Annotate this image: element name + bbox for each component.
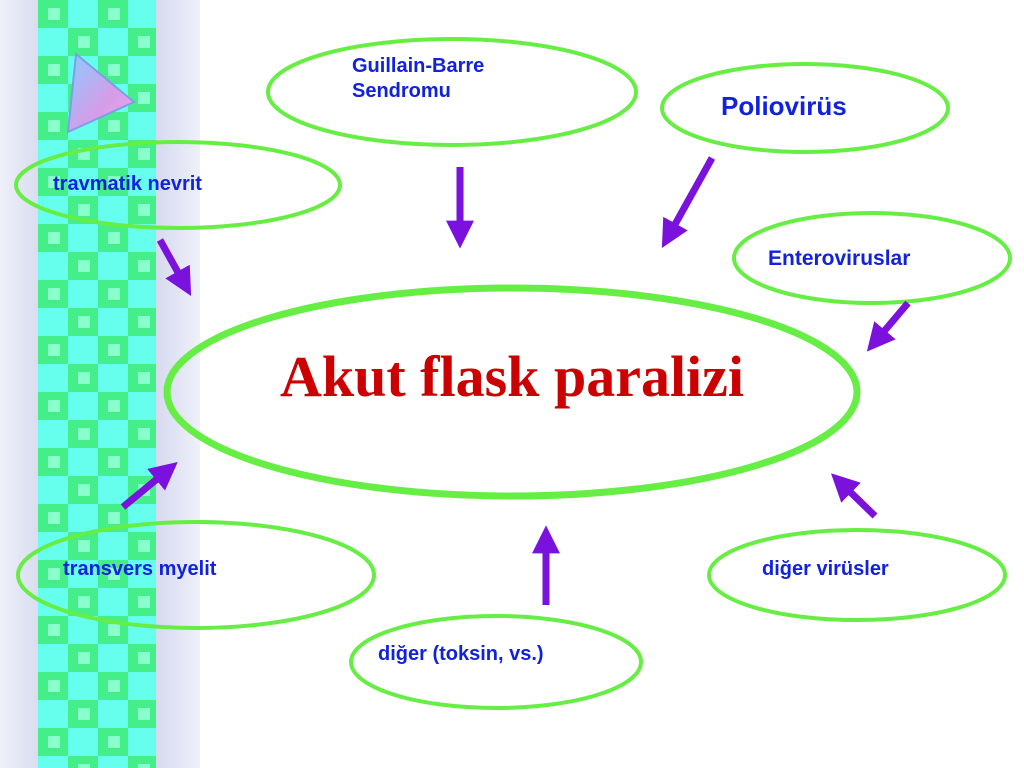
node-ellipse-diger-toksin	[349, 614, 643, 710]
arrow-travmatik-nevrit	[156, 238, 192, 297]
node-ellipse-travmatik-nevrit	[14, 140, 342, 230]
arrow-poliovirus	[661, 156, 716, 249]
node-label-diger-virusler: diğer virüsler	[762, 558, 889, 580]
node-label-guillain-barre: Guillain-Barre Sendromu	[352, 55, 485, 102]
arrow-enteroviruslar	[866, 300, 911, 352]
node-label-poliovirus: Poliovirüs	[721, 91, 847, 121]
arrow-transvers-myelit	[120, 461, 178, 510]
node-label-diger-toksin: diğer (toksin, vs.)	[378, 643, 544, 665]
node-label-travmatik-nevrit: travmatik nevrit	[53, 173, 202, 195]
center-ellipse	[163, 284, 861, 500]
node-ellipse-diger-virusler	[707, 528, 1007, 622]
center-label: Akut flask paralizi	[279, 344, 745, 409]
sidebar-tile-strip	[38, 0, 156, 768]
node-label-transvers-myelit: transvers myelit	[63, 558, 217, 580]
node-ellipse-poliovirus	[660, 62, 950, 154]
node-ellipse-transvers-myelit	[16, 520, 376, 630]
node-ellipse-guillain-barre	[266, 37, 638, 147]
node-ellipse-enteroviruslar	[732, 211, 1012, 305]
triangle-logo-icon	[66, 52, 136, 134]
arrow-diger-virusler	[830, 473, 878, 519]
node-label-enteroviruslar: Enteroviruslar	[768, 247, 911, 270]
